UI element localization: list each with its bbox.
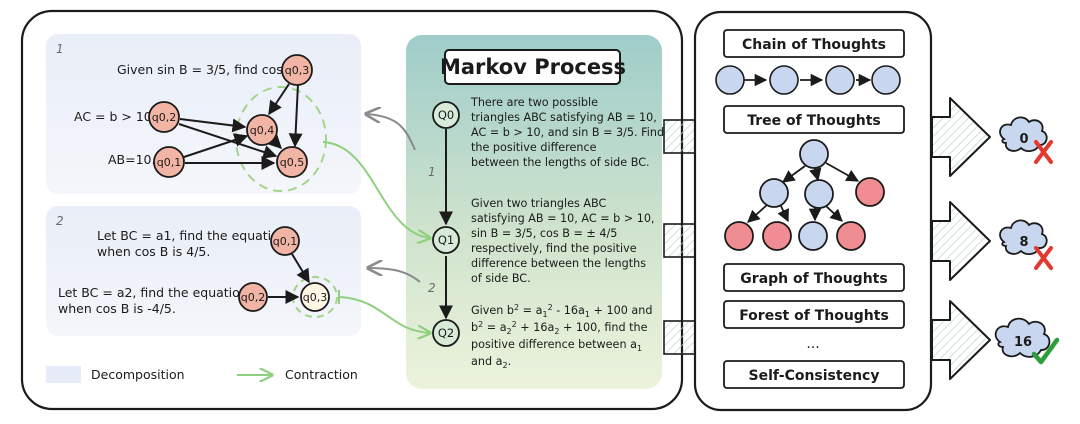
self-consistency-box: Self-Consistency xyxy=(723,360,905,389)
svg-text:16: 16 xyxy=(1014,335,1032,350)
edge-q01-q04 xyxy=(183,133,249,158)
svg-text:q0,1: q0,1 xyxy=(273,235,297,248)
node-q0-4: q0,4 xyxy=(246,114,278,146)
svg-text:triangles ABC satisfying AB =: triangles ABC satisfying AB = 10, xyxy=(471,111,657,124)
panel-1-index: 1 xyxy=(56,42,64,56)
contraction-arrow-1 xyxy=(322,141,430,238)
result-cloud-3: 16 xyxy=(994,317,1060,365)
chain-of-thoughts-box: Chain of Thoughts xyxy=(723,29,905,58)
q2-line-1: Given b2 = a12 - 16a1 + 100 and xyxy=(471,303,652,319)
step-label-2: 2 xyxy=(428,281,436,295)
markov-panel xyxy=(406,35,662,389)
svg-text:q0,1: q0,1 xyxy=(157,156,181,169)
edge-p2-q01-q03 xyxy=(291,253,310,284)
svg-text:Tree of Thoughts: Tree of Thoughts xyxy=(747,113,880,129)
svg-text:AC = b > 10, and sin B = 3/5.: AC = b > 10, and sin B = 3/5. Find xyxy=(471,126,664,139)
svg-text:Given two triangles ABC: Given two triangles ABC xyxy=(471,197,607,210)
svg-text:8: 8 xyxy=(1019,235,1028,250)
wrong-mark-2 xyxy=(1034,246,1053,270)
contraction-arrow-2 xyxy=(339,296,430,333)
legend-contraction-label: Contraction xyxy=(285,367,358,382)
svg-text:of side BC.: of side BC. xyxy=(471,272,531,285)
svg-text:q0,3: q0,3 xyxy=(285,64,309,77)
svg-text:sin B = 3/5, cos B = ± 4/5: sin B = 3/5, cos B = ± 4/5 xyxy=(471,227,617,240)
graph-of-thoughts-box: Graph of Thoughts xyxy=(723,263,905,292)
svg-text:q0,4: q0,4 xyxy=(250,124,274,137)
node-q0-5: q0,5 xyxy=(276,146,308,178)
state-Q1: Q1 xyxy=(432,226,460,254)
svg-text:Q0: Q0 xyxy=(438,108,454,122)
forest-of-thoughts-box: Forest of Thoughts xyxy=(723,300,905,329)
q2-line-2: b2 = a22 + 16a2 + 100, find the xyxy=(471,320,648,336)
chain-graph xyxy=(715,65,901,95)
markov-title-box xyxy=(444,49,621,85)
svg-text:q0,3: q0,3 xyxy=(303,291,327,304)
tree-of-thoughts-box: Tree of Thoughts xyxy=(723,105,905,134)
node-p2-q0-3: q0,3 xyxy=(300,282,330,312)
decomposition-panel-2 xyxy=(46,206,361,336)
svg-text:q0,5: q0,5 xyxy=(280,156,304,169)
node-q0-2: q0,2 xyxy=(148,101,180,133)
wrong-mark-1 xyxy=(1034,140,1053,164)
panel-2-index: 2 xyxy=(56,214,64,228)
svg-text:difference between the lengths: difference between the lengths xyxy=(471,257,646,270)
svg-text:Forest of Thoughts: Forest of Thoughts xyxy=(739,308,889,324)
step-label-1: 1 xyxy=(428,165,436,179)
output-arrow-1 xyxy=(931,97,991,177)
panel-1-condition-ab: AB=10. xyxy=(108,152,155,167)
legend-decomposition-label: Decomposition xyxy=(91,367,185,382)
decomposition-arrow-2 xyxy=(368,268,421,283)
result-cloud-1: 0 xyxy=(999,116,1053,164)
panel-2-line-1b: when cos B is 4/5. xyxy=(97,244,210,259)
edge-q02-q04 xyxy=(179,118,247,133)
legend-decomposition-swatch xyxy=(46,366,81,383)
q1-description: Given two triangles ABC satisfying AB = … xyxy=(471,197,655,285)
svg-text:0: 0 xyxy=(1019,132,1028,147)
svg-text:Chain of Thoughts: Chain of Thoughts xyxy=(742,37,886,53)
q2-line-4: and a2. xyxy=(471,355,511,370)
svg-text:q0,2: q0,2 xyxy=(241,291,265,304)
svg-text:Graph of Thoughts: Graph of Thoughts xyxy=(740,271,887,287)
svg-text:between the lengths of side BC: between the lengths of side BC. xyxy=(471,156,650,169)
state-Q2: Q2 xyxy=(432,319,460,347)
output-arrow-2 xyxy=(931,201,991,281)
svg-text:Q1: Q1 xyxy=(438,233,454,247)
node-q0-3: q0,3 xyxy=(281,54,313,86)
methods-ellipsis: ... xyxy=(806,336,819,352)
output-arrow-3 xyxy=(931,300,991,380)
node-q0-1: q0,1 xyxy=(153,146,185,178)
q2-line-3: positive difference between a1 xyxy=(471,338,642,353)
panel-1-problem: Given sin B = 3/5, find cos B. xyxy=(117,62,299,77)
svg-text:the positive difference: the positive difference xyxy=(471,141,597,154)
panel-2-line-2a: Let BC = a2, find the equation xyxy=(58,285,248,300)
svg-text:respectively, find the positiv: respectively, find the positive xyxy=(471,242,637,255)
state-Q0: Q0 xyxy=(432,101,460,129)
output-arrows xyxy=(931,97,991,380)
svg-text:q0,2: q0,2 xyxy=(152,111,176,124)
correct-check-mark xyxy=(1031,337,1060,365)
edge-q02-q05 xyxy=(178,123,278,159)
svg-text:Q2: Q2 xyxy=(438,326,454,340)
edge-q03-q05 xyxy=(288,83,303,148)
svg-text:Self-Consistency: Self-Consistency xyxy=(749,368,880,384)
tree-graph xyxy=(724,139,885,251)
panel-2-line-1a: Let BC = a1, find the equation xyxy=(97,228,287,243)
svg-text:satisfying AB = 10, AC = b > 1: satisfying AB = 10, AC = b > 10, xyxy=(471,212,655,225)
panel-2-line-2b: when cos B is -4/5. xyxy=(58,301,176,316)
svg-text:There are two possible: There are two possible xyxy=(470,96,598,109)
markov-title: Markov Process xyxy=(440,55,626,79)
q0-description: There are two possible triangles ABC sat… xyxy=(470,96,664,169)
result-cloud-2: 8 xyxy=(999,219,1053,270)
decomposition-arrow-1 xyxy=(366,114,416,151)
edge-q04-q05 xyxy=(267,134,282,149)
panel-2-edges xyxy=(268,253,310,304)
node-p2-q0-1: q0,1 xyxy=(270,226,300,256)
panel-1-edges xyxy=(178,83,303,170)
node-p2-q0-2: q0,2 xyxy=(238,282,268,312)
edge-q03-q04 xyxy=(268,83,290,116)
panel-1-condition-ac: AC = b > 10. xyxy=(74,109,156,124)
